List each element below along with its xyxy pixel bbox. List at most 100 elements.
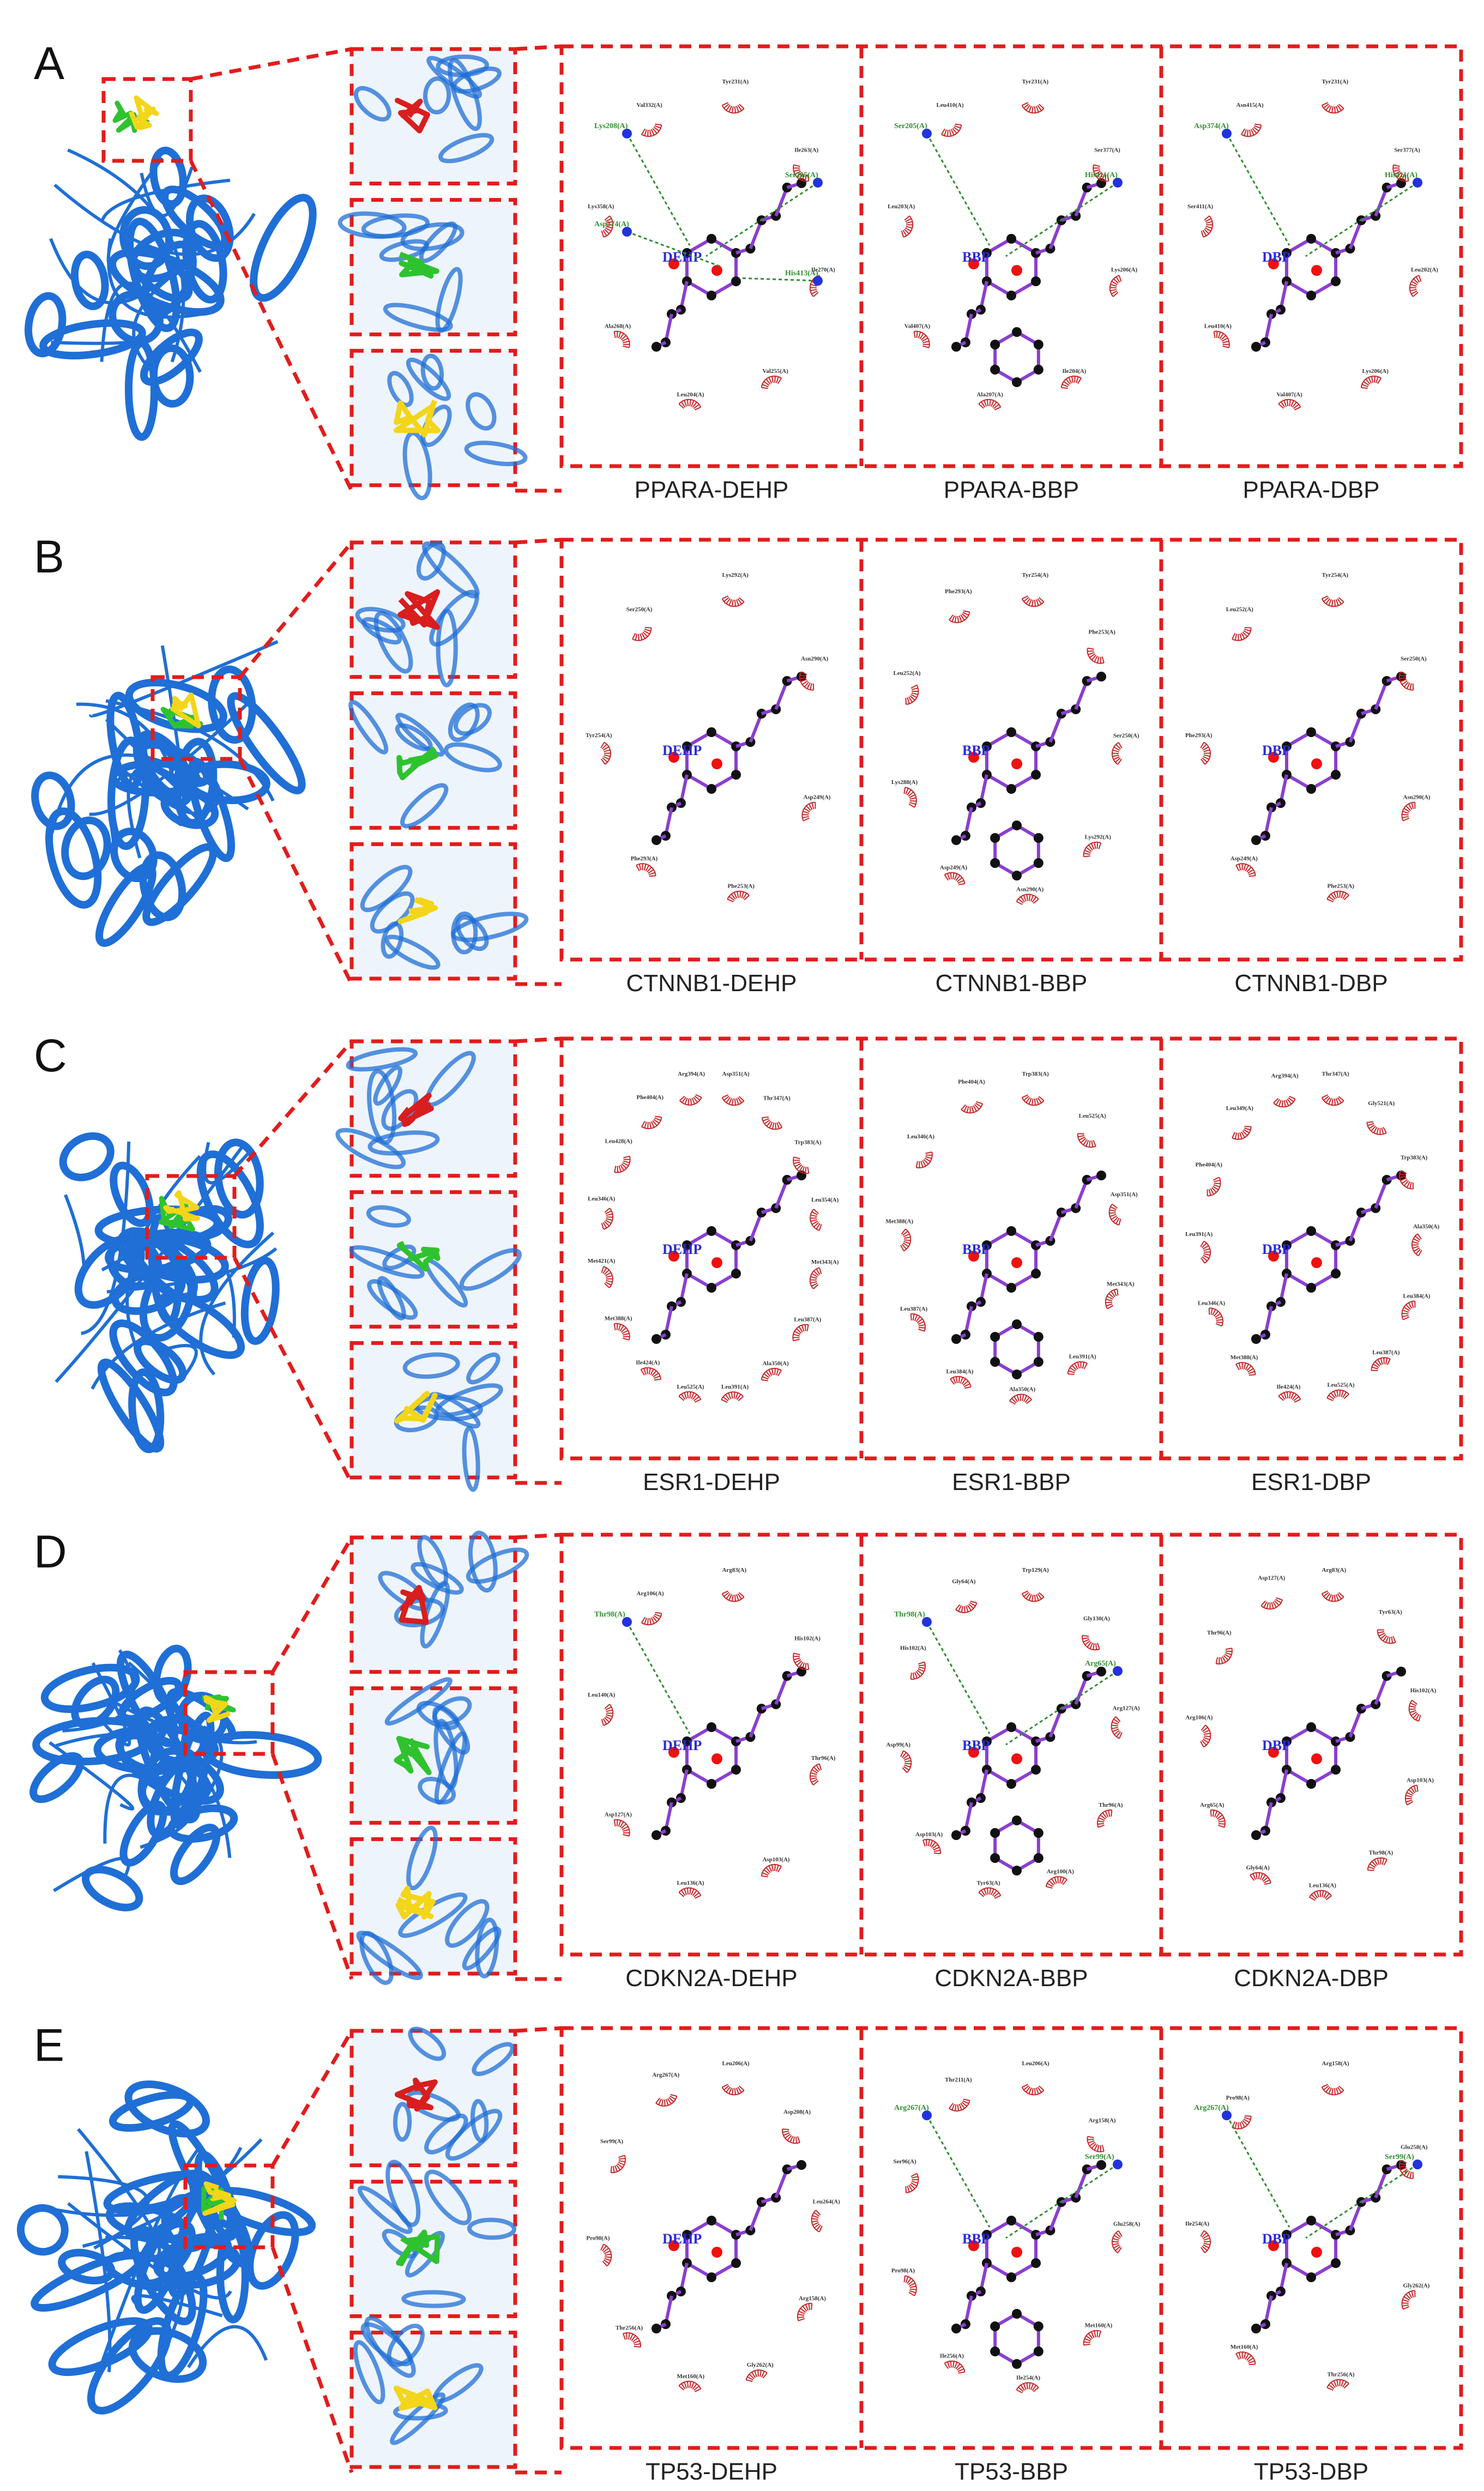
oxygen-atom xyxy=(968,2240,979,2251)
interaction-map: BBPTrp383(A)Leu525(A)Asp351(A)Met343(A)L… xyxy=(885,1071,1138,1405)
residue-label: Asp351(A) xyxy=(1111,1191,1138,1198)
atom xyxy=(731,2258,741,2268)
residue-label: Leu206(A) xyxy=(722,2060,750,2067)
protein-coil xyxy=(105,699,275,802)
residue-label: Asp208(A) xyxy=(783,2109,811,2115)
ligand-label: DEHP xyxy=(662,743,702,758)
hydrophobic-contact xyxy=(903,787,917,808)
hydrophobic-contact xyxy=(1360,375,1382,389)
oxygen-atom xyxy=(1268,2240,1279,2251)
protein-helix xyxy=(246,2211,299,2290)
atom xyxy=(990,1828,1000,1838)
ligand-stick xyxy=(170,692,201,728)
atom xyxy=(1031,770,1041,780)
chain-bond xyxy=(1074,1675,1089,1705)
protein-coil xyxy=(51,336,153,345)
atom xyxy=(1031,1765,1041,1775)
pose-thumbnail xyxy=(348,691,517,830)
chain-bond xyxy=(1348,1708,1363,1738)
atom xyxy=(990,1357,1000,1367)
atom xyxy=(707,234,716,244)
protein-coil xyxy=(64,1194,86,1270)
hydrophobic-contact xyxy=(922,1838,941,1854)
atom xyxy=(951,342,961,352)
residue-label: Ile270(A) xyxy=(811,267,835,273)
atom xyxy=(1306,291,1316,300)
hydrophobic-contact xyxy=(1408,1699,1421,1722)
atom xyxy=(1006,1722,1016,1732)
hbond-line xyxy=(626,231,723,268)
atom xyxy=(1031,2258,1041,2268)
ligand-label: DBP xyxy=(1262,249,1290,265)
zoom-line xyxy=(190,47,352,81)
hydrophobic-contact xyxy=(721,595,745,607)
hydrophobic-contact xyxy=(1087,647,1105,664)
atom xyxy=(731,276,741,286)
hydrophobic-contact xyxy=(1213,330,1230,348)
hydrophobic-contact xyxy=(809,1267,822,1289)
pose-thumbnail xyxy=(349,842,529,981)
oxygen-atom xyxy=(1011,758,1022,769)
interaction-map: BBPTrp129(A)Gly130(A)Arg127(A)Thr96(A)Ar… xyxy=(886,1567,1140,1899)
hydrophobic-contact xyxy=(793,1156,810,1174)
pose-thumbnail xyxy=(349,1190,522,1329)
atom xyxy=(1033,340,1043,349)
hydrophobic-contact xyxy=(600,741,612,765)
protein-coil xyxy=(125,1155,201,1381)
binding-site-box xyxy=(150,675,242,761)
atom xyxy=(1251,342,1261,352)
hydrophobic-contact xyxy=(1021,595,1045,607)
hydrophobic-contact xyxy=(792,1324,809,1342)
chain-bond xyxy=(1348,1211,1363,1242)
ligand-stick xyxy=(163,1190,200,1222)
residue-label: Met388(A) xyxy=(1230,1354,1258,1361)
residue-label: Met421(A) xyxy=(588,1258,616,1264)
residue-label: Arg65(A) xyxy=(1200,1802,1224,1808)
hydrophobic-contact xyxy=(1321,1590,1344,1602)
atom xyxy=(951,1830,961,1840)
hydrophobic-contact xyxy=(797,2302,813,2321)
residue-label: Trp383(A) xyxy=(794,1139,822,1145)
hydrophobic-contact xyxy=(903,2275,917,2296)
atom xyxy=(1281,2230,1292,2240)
atom xyxy=(1006,1226,1016,1236)
residue-label: Leu391(A) xyxy=(1069,1354,1096,1360)
hydrophobic-contact xyxy=(905,684,919,705)
residue-label: Ser99(A) xyxy=(600,2138,623,2145)
protein-helix xyxy=(97,1358,165,1453)
oxygen-atom xyxy=(668,2240,679,2251)
residue-label: Ser377(A) xyxy=(1094,147,1120,153)
chain-bond xyxy=(1074,680,1089,710)
residue-label: Ala350(A) xyxy=(1009,1386,1036,1393)
residue-label: Asp351(A) xyxy=(722,1071,750,1077)
complex-caption: CTNNB1-BBP xyxy=(936,970,1088,997)
hydrophobic-contact xyxy=(782,2128,800,2144)
panel-d: DDEHPArg83(A)His102(A)Thr96(A)Asp103(A)L… xyxy=(29,1526,1463,1992)
atom xyxy=(681,741,692,751)
atom xyxy=(1306,1722,1316,1732)
atom xyxy=(1012,1319,1022,1329)
protein-structure xyxy=(31,640,306,947)
hydrophobic-contact xyxy=(613,1323,630,1341)
hbond-line xyxy=(1005,2163,1118,2239)
ligand-stick xyxy=(394,2077,438,2112)
protein-coil xyxy=(53,1856,130,1892)
atom xyxy=(1096,2160,1107,2170)
atom xyxy=(1331,2258,1341,2268)
oxygen-atom xyxy=(711,758,722,769)
oxygen-atom xyxy=(1268,1251,1279,1262)
hydrophobic-contact xyxy=(600,2243,612,2266)
residue-label: Gly262(A) xyxy=(1403,2282,1429,2289)
pose-thumbnail xyxy=(349,540,517,687)
residue-label: His102(A) xyxy=(900,1645,926,1651)
atom xyxy=(1033,858,1043,868)
panel-b: BDEHPLys292(A)Asn290(A)Asp249(A)Phe253(A… xyxy=(31,531,1463,997)
hbond-line xyxy=(738,277,818,282)
residue-label: His102(A) xyxy=(1410,1687,1437,1694)
protein-helix xyxy=(156,1292,245,1359)
hydrophobic-contact xyxy=(944,2360,966,2374)
residue-label: Trp383(A) xyxy=(1022,1071,1049,1077)
atom xyxy=(797,672,807,681)
ligand-stick xyxy=(397,589,441,630)
ligand-stick xyxy=(394,1735,432,1776)
